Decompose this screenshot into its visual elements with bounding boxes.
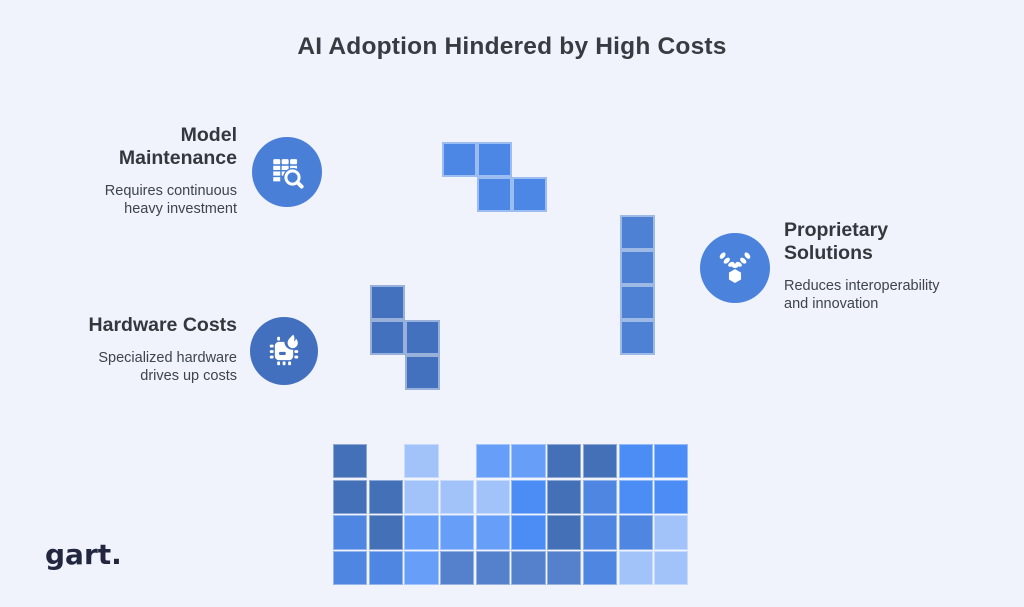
wall-block — [475, 551, 510, 586]
i-piece-block — [620, 320, 655, 355]
feature-proprietary-solutions: Proprietary Solutions Reduces interopera… — [784, 219, 1009, 314]
feature-subtitle: Specialized hardware drives up costs — [98, 350, 237, 384]
gart-logo: gart. — [45, 538, 122, 571]
wall-block — [618, 479, 653, 514]
wall-block — [404, 444, 439, 479]
wall-block — [654, 444, 689, 479]
feature-model-maintenance: Model Maintenance Requires continuous he… — [37, 124, 237, 219]
wall-block — [475, 479, 510, 514]
feature-subtitle: Reduces interoperability and innovation — [784, 278, 940, 312]
z-piece-block — [477, 177, 512, 212]
wall-block — [582, 444, 617, 479]
s-piece-block — [370, 285, 405, 320]
feature-title: Hardware Costs — [88, 314, 237, 336]
page-title: AI Adoption Hindered by High Costs — [297, 33, 727, 60]
wall-block — [368, 551, 403, 586]
wall-block — [654, 551, 689, 586]
wall-block — [333, 515, 368, 550]
block-wall — [333, 444, 689, 586]
feature-subtitle: Requires continuous heavy investment — [104, 183, 237, 217]
wall-block — [404, 515, 439, 550]
feature-text: Hardware Costs Specialized hardware driv… — [37, 314, 237, 386]
wall-block — [547, 515, 582, 550]
wall-block — [440, 444, 474, 478]
wall-block — [654, 479, 689, 514]
wall-block — [511, 479, 546, 514]
wall-block — [333, 479, 368, 514]
wall-block — [333, 444, 368, 479]
feature-text: Model Maintenance Requires continuous he… — [37, 124, 237, 219]
wall-block — [511, 551, 546, 586]
wall-block — [582, 515, 617, 550]
z-piece-block — [512, 177, 547, 212]
wall-block — [333, 551, 368, 586]
wall-block — [475, 444, 510, 479]
feature-text: Proprietary Solutions Reduces interopera… — [784, 219, 1009, 314]
wall-block — [582, 479, 617, 514]
wall-block — [368, 515, 403, 550]
wall-block — [440, 515, 475, 550]
wall-block — [511, 515, 546, 550]
wall-block — [440, 551, 475, 586]
i-piece-block — [620, 285, 655, 320]
wall-block — [547, 479, 582, 514]
i-piece-block — [620, 250, 655, 285]
wall-block — [582, 551, 617, 586]
feature-title: Model Maintenance — [118, 124, 237, 169]
wall-block — [654, 515, 689, 550]
wall-block — [511, 444, 546, 479]
feature-hardware-costs: Hardware Costs Specialized hardware driv… — [37, 314, 237, 386]
wall-block — [368, 479, 403, 514]
i-piece-block — [620, 215, 655, 250]
wall-block — [440, 479, 475, 514]
s-piece-block — [405, 355, 440, 390]
z-piece-block — [477, 142, 512, 177]
wall-block — [547, 551, 582, 586]
feature-title: Proprietary Solutions — [784, 219, 889, 264]
wall-block — [404, 551, 439, 586]
wall-block — [618, 551, 653, 586]
wall-block — [618, 444, 653, 479]
wall-block — [547, 444, 582, 479]
chip-flame-icon — [250, 317, 318, 385]
z-piece-block — [442, 142, 477, 177]
s-piece-block — [405, 320, 440, 355]
necklace-icon — [700, 233, 770, 303]
wall-block — [404, 479, 439, 514]
wall-block — [475, 515, 510, 550]
wall-block — [369, 444, 403, 478]
s-piece-block — [370, 320, 405, 355]
wall-block — [618, 515, 653, 550]
table-search-icon — [252, 137, 322, 207]
